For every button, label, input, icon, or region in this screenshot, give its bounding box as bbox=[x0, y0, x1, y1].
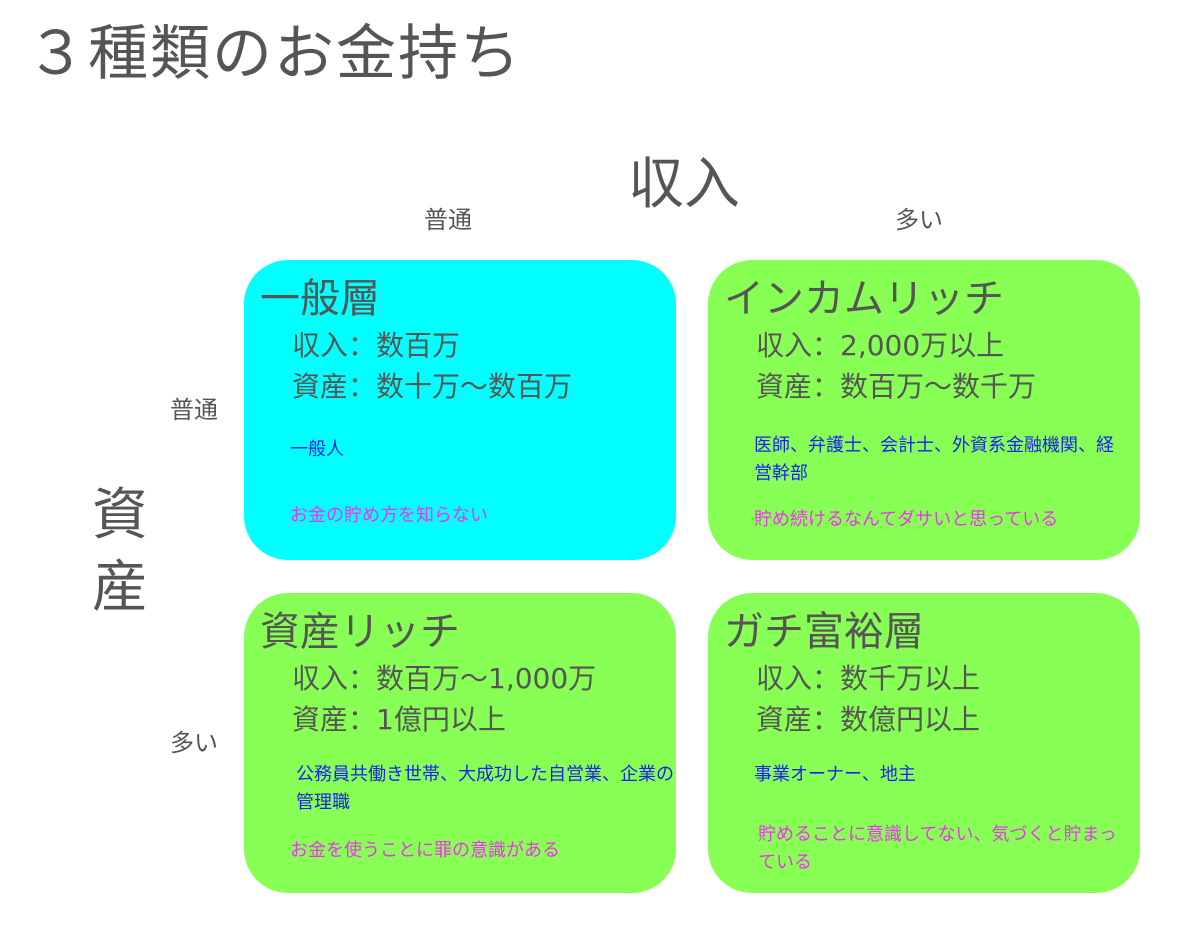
quadrant-assets: 資産：数百万〜数千万 bbox=[756, 370, 1037, 403]
quadrant-assets: 資産：数十万〜数百万 bbox=[292, 370, 573, 403]
quadrant-title: インカムリッチ bbox=[724, 276, 1004, 322]
assets-tick-normal: 普通 bbox=[170, 396, 218, 424]
page-title: ３種類のお金持ち bbox=[26, 19, 522, 89]
quadrant-assets: 資産：数億円以上 bbox=[756, 703, 981, 736]
income-axis-title: 収入 bbox=[628, 152, 740, 217]
income-tick-normal: 普通 bbox=[424, 206, 472, 234]
quadrant-note: お金を使うことに罪の意識がある bbox=[290, 840, 560, 861]
quadrant-income: 収入：数百万〜1,000万 bbox=[292, 662, 597, 695]
quadrant-examples: 公務員共働き世帯、大成功した自営業、企業の管理職 bbox=[296, 764, 674, 813]
assets-axis-title: 資 産 bbox=[88, 480, 152, 624]
assets-tick-high: 多い bbox=[170, 729, 218, 757]
quadrant-income-rich: インカムリッチ 収入：2,000万以上 資産：数百万〜数千万 医師、弁護士、会計… bbox=[708, 260, 1140, 560]
quadrant-assets: 資産：1億円以上 bbox=[292, 703, 506, 736]
quadrant-title: 一般層 bbox=[260, 276, 380, 322]
quadrant-title: ガチ富裕層 bbox=[724, 609, 924, 655]
assets-axis-title-char-1: 資 bbox=[92, 483, 148, 548]
quadrant-income: 収入：数百万 bbox=[292, 329, 461, 362]
quadrant-asset-rich: 資産リッチ 収入：数百万〜1,000万 資産：1億円以上 公務員共働き世帯、大成… bbox=[244, 593, 676, 893]
quadrant-general: 一般層 収入：数百万 資産：数十万〜数百万 一般人 お金の貯め方を知らない bbox=[244, 260, 676, 560]
assets-axis-title-char-2: 産 bbox=[92, 555, 148, 620]
quadrant-examples: 一般人 bbox=[290, 439, 344, 460]
quadrant-income: 収入：数千万以上 bbox=[756, 662, 981, 695]
quadrant-examples: 医師、弁護士、会計士、外資系金融機関、経営幹部 bbox=[754, 435, 1114, 484]
quadrant-income: 収入：2,000万以上 bbox=[756, 329, 1005, 362]
income-tick-high: 多い bbox=[895, 206, 943, 234]
quadrant-true-wealthy: ガチ富裕層 収入：数千万以上 資産：数億円以上 事業オーナー、地主 貯めることに… bbox=[708, 593, 1140, 893]
quadrant-note: お金の貯め方を知らない bbox=[290, 505, 488, 526]
quadrant-note: 貯め続けるなんてダサいと思っている bbox=[754, 509, 1059, 530]
quadrant-examples: 事業オーナー、地主 bbox=[754, 764, 916, 785]
quadrant-title: 資産リッチ bbox=[260, 609, 460, 655]
quadrant-note: 貯めることに意識してない、気づくと貯まっている bbox=[758, 824, 1117, 873]
